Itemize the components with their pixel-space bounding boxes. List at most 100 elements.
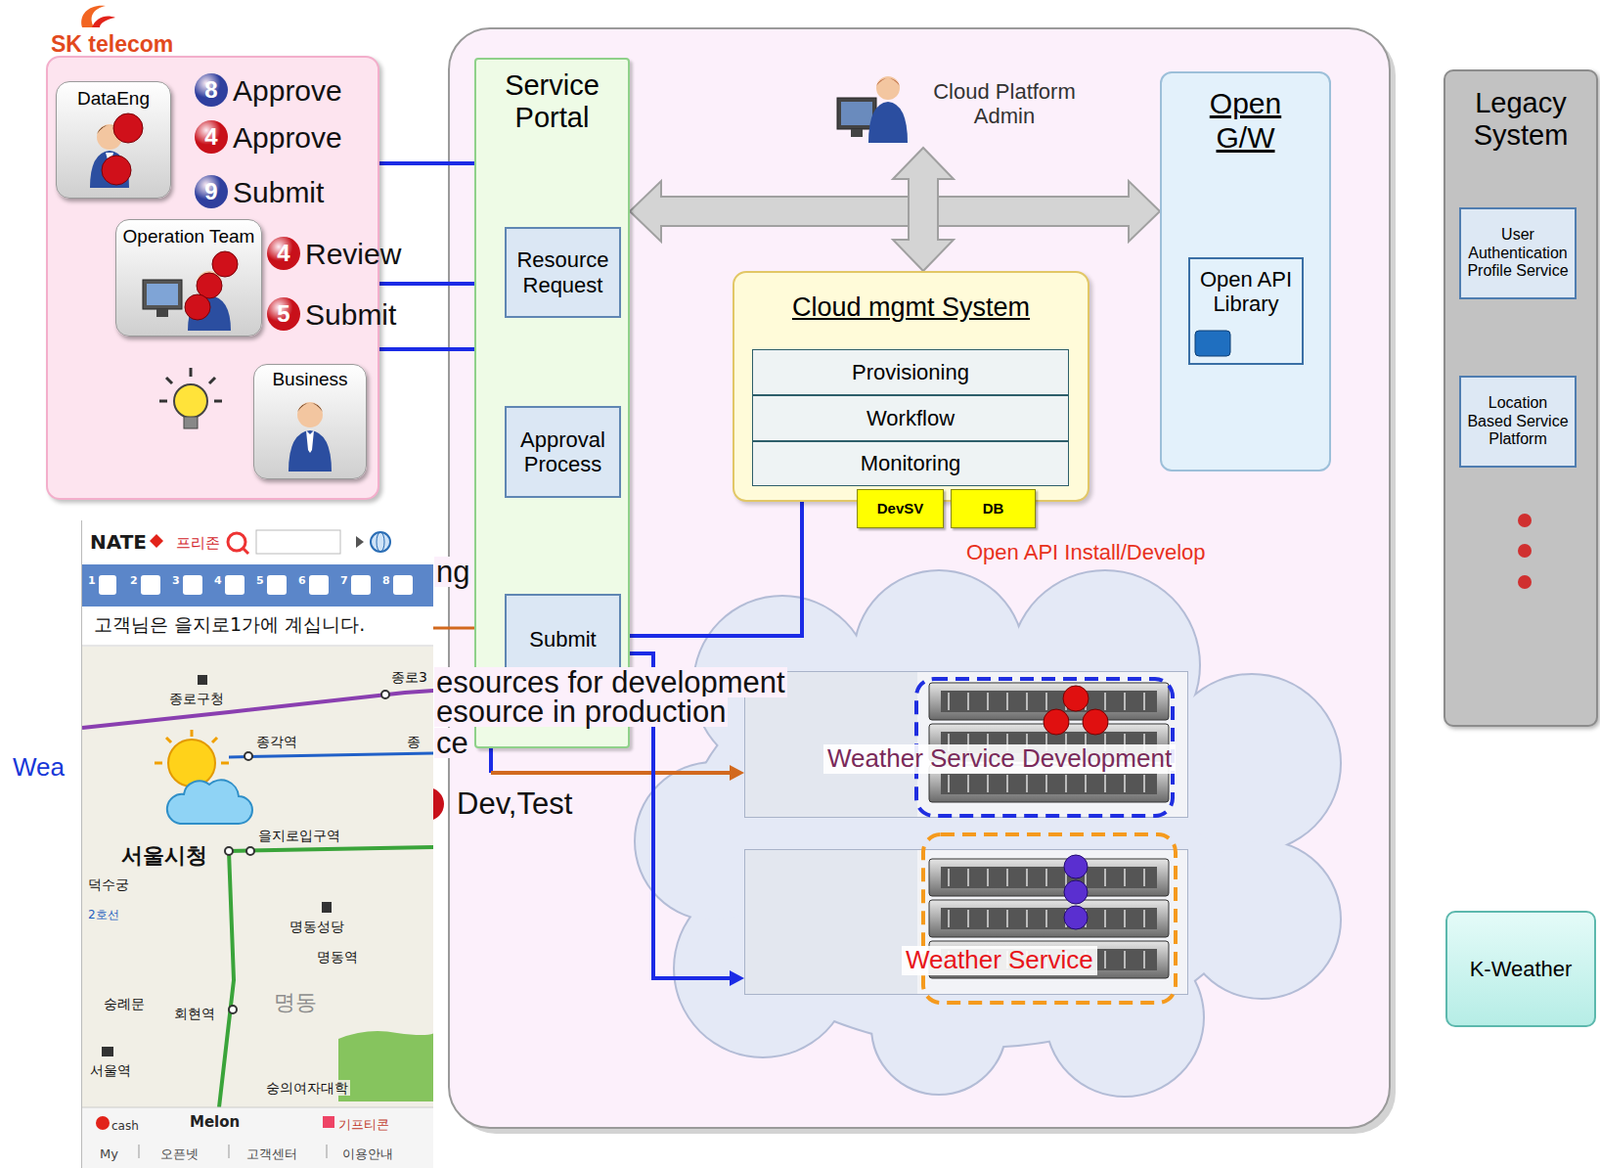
node-label: Monitoring [860,450,962,476]
module-row: Provisioning [752,349,1069,396]
map-label: 8 [382,575,391,588]
label-holder: 오픈넷 [160,1143,199,1162]
map-label: 이용안내 [342,1147,394,1162]
map-label: 종로구청 [169,690,224,707]
role-box: Business [253,363,367,480]
node-label: Provisioning [851,359,970,385]
step-label: esource in production [434,696,728,727]
label-holder: 5 [256,569,265,588]
label-holder: NATE [89,531,147,554]
node-label: Location Based Service Platform [1465,394,1571,448]
callout-number: 4 [266,236,301,270]
label-holder: 명동역 [316,946,358,966]
callout-number: 4 [194,120,228,154]
module-row: Monitoring [752,441,1069,487]
process-box: Resource Request [504,226,622,318]
node-label: Legacy System [1445,87,1597,153]
map-label: 명동 [273,989,317,1015]
map-label: 종각역 [256,733,298,750]
label-holder: 명동 [273,989,317,1015]
gateway-panel: Open G/WOpen API Library [1159,71,1332,472]
node-label: DevSV [877,499,925,517]
step-label: Submit [305,298,397,333]
map-label: 2호선 [88,908,120,923]
node-label: Cloud Platform Admin [913,79,1096,130]
node-label: DB [982,499,1005,517]
step-label: Approve [232,121,343,156]
label-holder: Wea [12,753,65,783]
map-label: Melon [189,1113,240,1131]
step-label: Approve [232,74,343,109]
label-holder: 회현역 [174,1003,216,1023]
phone-screenshot: NATE프리존12345678고객님은 을지로1가에 계십니다.종로구청종로3종… [81,520,434,1168]
cloud-fill [635,571,1340,1096]
double-arrow [892,147,954,271]
dashed-group [923,834,1176,1003]
label-holder: 서울시청 [121,843,208,868]
map-label: 3 [172,575,180,588]
node-label: Submit [529,626,596,652]
step-label: Review [305,237,401,272]
service-box: Location Based Service Platform [1459,375,1577,468]
map-label: 기프티콘 [338,1117,390,1133]
label-holder: 숭례문 [103,993,145,1013]
step-label: Wea [12,753,65,783]
label-holder: My [99,1143,119,1162]
admin-actor: Cloud Platform Admin [831,71,1096,148]
block-arrow [892,147,954,271]
label-holder: 기프티콘 [338,1113,390,1133]
label-holder: 종각역 [256,731,298,751]
map-label: 을지로입구역 [258,827,341,844]
node-label: Weather Service [901,945,1098,976]
person-icon [89,113,143,188]
node-label: Service Portal [476,69,628,135]
label-holder: 5 [266,297,301,331]
map-label: 서울역 [89,1062,132,1078]
external-box: K-Weather [1445,910,1597,1027]
service-box: User Authentication Profile Service [1459,207,1577,300]
map-label: NATE [89,531,147,554]
label-holder: 7 [340,569,349,588]
callout-number: 8 [194,73,228,107]
label-holder: 6 [298,569,307,588]
node-label: Open G/W [1196,87,1295,155]
node-label: Resource Request [510,247,616,298]
map-label: My [99,1147,119,1162]
map-label: 명동성당 [289,918,345,934]
map-label: 숭례문 [103,995,145,1012]
map-label: 프리존 [176,534,221,552]
label-holder: 9 [194,175,228,209]
map-label: 서울시청 [121,843,208,868]
process-box: Approval Process [504,405,622,498]
label-holder: 종 [406,731,421,751]
step-label: ng [434,556,472,587]
node-label: DataEng [56,88,171,110]
node-label: Operation Team [116,225,262,248]
step-label: esources for development [434,666,788,698]
callout-number: 5 [266,297,301,331]
label-holder: 이용안내 [342,1143,394,1162]
label-holder: esources for development [434,666,788,698]
map-label: cash [111,1119,139,1134]
label-holder: 종로구청 [169,688,224,708]
operator-icon [142,251,238,331]
node-label: SK telecom [50,31,174,57]
portal-panel: Service PortalResource RequestApproval P… [474,57,630,749]
map-label: 1 [88,575,96,588]
server-tag: DB [950,488,1036,529]
label-holder: 4 [266,236,301,270]
callout-number: 9 [194,175,228,209]
label-holder: esource in production [434,696,728,727]
label-holder: Approve [232,74,343,109]
node-label: K-Weather [1469,956,1573,981]
map-label: 고객센터 [246,1147,298,1162]
label-holder: ng [434,556,472,587]
map-label: 4 [214,575,223,588]
role-box: Operation Team [115,219,263,337]
label-holder: Dev,Test [454,788,575,819]
label-holder: Submit [305,298,397,333]
map-label: 오픈넷 [160,1147,199,1162]
label-holder: 종로3 [391,666,428,686]
instance-dot [1043,685,1109,735]
